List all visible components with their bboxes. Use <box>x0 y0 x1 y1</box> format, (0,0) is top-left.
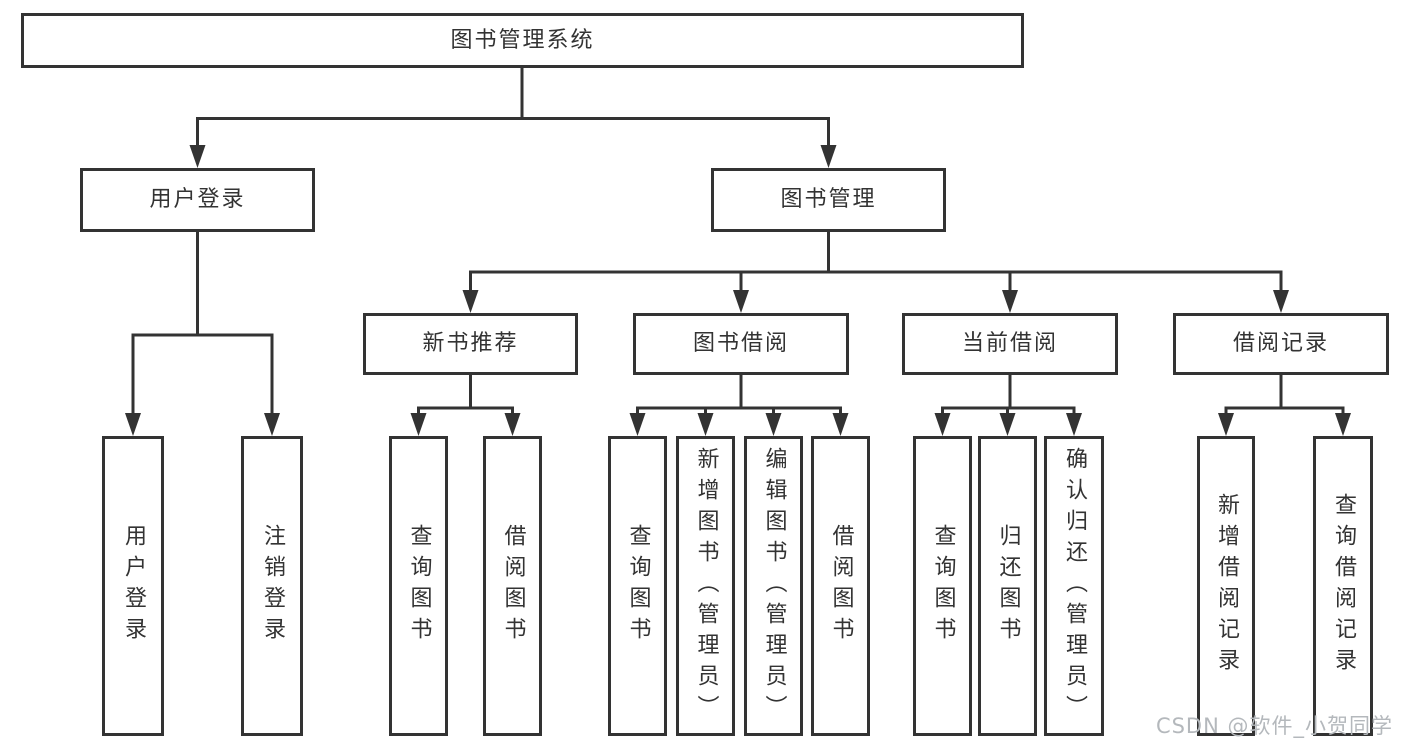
leaf-bb-add-books-admin-label: 新增图书（管理员） <box>693 446 719 726</box>
leaf-bb-query-books: 查询图书 <box>608 436 667 736</box>
leaf-nbr-query-books: 查询图书 <box>389 436 448 736</box>
leaf-user-login-label: 用户登录 <box>121 524 146 648</box>
node-user-login-label: 用户登录 <box>149 187 246 212</box>
leaf-cb-return-books-label: 归还图书 <box>995 524 1021 648</box>
leaf-br-add-record-label: 新增借阅记录 <box>1214 493 1239 679</box>
node-current-borrow: 当前借阅 <box>902 313 1118 375</box>
connector-user-login-children <box>125 232 280 436</box>
leaf-bb-borrow-books-label: 借阅图书 <box>828 524 854 648</box>
leaf-cb-confirm-return-admin-label: 确认归还（管理员） <box>1062 446 1087 726</box>
leaf-br-query-record: 查询借阅记录 <box>1313 436 1373 736</box>
node-book-management-label: 图书管理 <box>780 187 877 212</box>
leaf-nbr-borrow-books: 借阅图书 <box>483 436 542 736</box>
node-borrow-records: 借阅记录 <box>1173 313 1389 375</box>
leaf-cb-query-books: 查询图书 <box>913 436 972 736</box>
connector-book-management-children <box>462 232 1289 313</box>
watermark: CSDN @软件_小贺同学 <box>1155 714 1393 738</box>
leaf-cb-query-books-label: 查询图书 <box>930 524 956 648</box>
node-book-borrow-label: 图书借阅 <box>692 331 789 356</box>
leaf-cb-return-books: 归还图书 <box>978 436 1037 736</box>
leaf-logout-label: 注销登录 <box>260 524 285 648</box>
leaf-user-login: 用户登录 <box>102 436 164 736</box>
node-new-book-recommend: 新书推荐 <box>363 313 578 375</box>
node-book-management: 图书管理 <box>711 168 946 232</box>
leaf-bb-add-books-admin: 新增图书（管理员） <box>676 436 735 736</box>
leaf-bb-query-books-label: 查询图书 <box>625 524 651 648</box>
connector-current-borrow-children <box>934 375 1082 436</box>
leaf-bb-edit-books-admin-label: 编辑图书（管理员） <box>761 446 787 726</box>
leaf-nbr-query-books-label: 查询图书 <box>406 524 432 648</box>
connector-new-book-recommend-children <box>410 375 521 436</box>
node-root-label: 图书管理系统 <box>450 27 595 53</box>
leaf-br-query-record-label: 查询借阅记录 <box>1331 493 1356 679</box>
connector-root-to-level2 <box>189 68 837 168</box>
leaf-logout: 注销登录 <box>241 436 303 736</box>
node-current-borrow-label: 当前借阅 <box>961 331 1058 356</box>
leaf-br-add-record: 新增借阅记录 <box>1197 436 1255 736</box>
leaf-bb-edit-books-admin: 编辑图书（管理员） <box>744 436 803 736</box>
leaf-bb-borrow-books: 借阅图书 <box>811 436 870 736</box>
leaf-nbr-borrow-books-label: 借阅图书 <box>500 524 526 648</box>
node-new-book-recommend-label: 新书推荐 <box>422 331 519 356</box>
connector-book-borrow-children <box>629 375 849 436</box>
node-user-login: 用户登录 <box>80 168 315 232</box>
connector-borrow-records-children <box>1218 375 1351 436</box>
leaf-cb-confirm-return-admin: 确认归还（管理员） <box>1044 436 1104 736</box>
node-book-borrow: 图书借阅 <box>633 313 849 375</box>
node-borrow-records-label: 借阅记录 <box>1232 331 1329 356</box>
node-root: 图书管理系统 <box>21 13 1024 68</box>
